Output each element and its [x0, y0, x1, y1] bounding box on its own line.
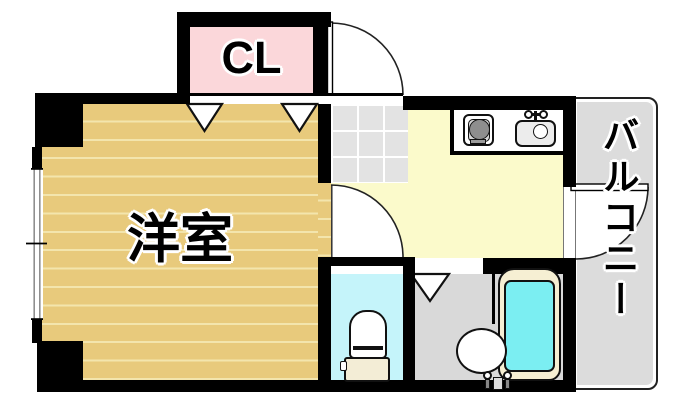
wall — [403, 96, 576, 110]
toilet-icon — [338, 308, 394, 384]
wall — [177, 12, 190, 104]
bath-faucet-icon — [481, 369, 517, 391]
closet-door-track — [190, 96, 331, 104]
wall — [318, 104, 331, 183]
stove-icon — [463, 114, 494, 146]
entrance-door-arc — [326, 21, 404, 96]
wall — [563, 258, 576, 392]
washbasin-icon — [456, 328, 507, 374]
entrance-threshold — [331, 96, 403, 104]
balcony-door-gap — [563, 186, 576, 259]
wall — [331, 257, 410, 266]
wall — [313, 12, 327, 96]
sink-drain — [533, 124, 548, 139]
wall — [177, 12, 331, 27]
wall — [32, 147, 42, 169]
western-room-label: 洋室 — [127, 210, 233, 269]
faucet-icon — [534, 111, 537, 122]
wall — [32, 319, 42, 343]
wall — [37, 380, 576, 392]
wall — [403, 257, 415, 382]
wall — [563, 96, 576, 187]
room-western-floor-doorway — [318, 183, 331, 258]
closet-label: CL — [221, 32, 282, 83]
balcony-label: バルコニー — [597, 116, 638, 321]
bathroom-doorway — [415, 258, 483, 274]
bathtub-icon — [498, 268, 561, 381]
genkan-tile-floor — [331, 104, 408, 183]
wall — [318, 257, 331, 382]
bathtub-partition — [492, 274, 495, 324]
room-closet-floor — [190, 27, 313, 96]
faucet-handle — [539, 110, 548, 119]
room-western-floor — [42, 104, 318, 380]
wall — [190, 93, 403, 96]
wall — [35, 93, 83, 147]
faucet-handle — [524, 110, 533, 119]
wall — [35, 93, 190, 104]
toilet-sliding-door — [331, 266, 403, 274]
faucet-icon — [526, 113, 546, 116]
